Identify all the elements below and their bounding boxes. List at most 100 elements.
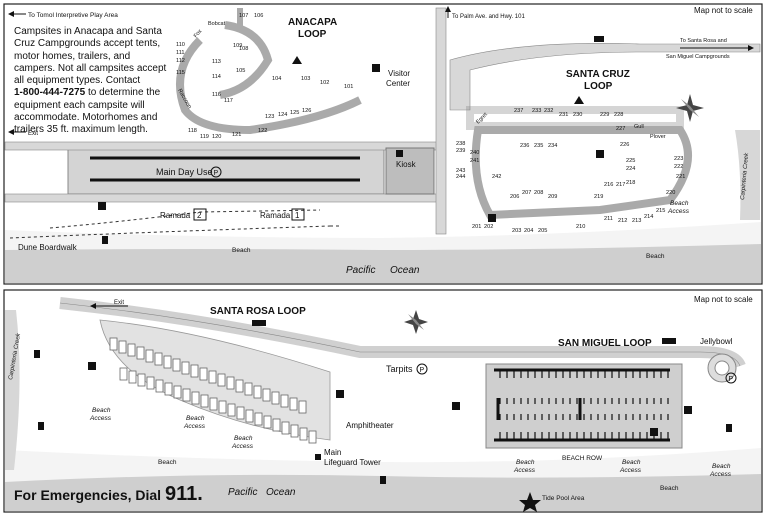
- anacapa-site-102: 102: [320, 80, 329, 86]
- santa-cruz-site-240: 240: [470, 150, 479, 156]
- label-ba-3b: Access: [231, 443, 254, 450]
- label-main: Main: [324, 448, 341, 457]
- label-ba-2b: Access: [183, 423, 206, 430]
- label-tarpits: Tarpits: [386, 364, 413, 374]
- anacapa-site-121: 121: [232, 132, 241, 138]
- santa-cruz-site-202: 202: [484, 224, 493, 230]
- label-lifeguard-tower: Lifeguard Tower: [324, 458, 381, 467]
- anacapa-site-119: 119: [200, 134, 209, 140]
- santa-cruz-site-212: 212: [618, 218, 627, 224]
- label-beach-bottom-1: Beach: [158, 459, 177, 466]
- info-line-7: equipment each campsite will: [14, 99, 145, 111]
- santa-cruz-site-203: 203: [512, 228, 521, 234]
- facility-icons-top: [98, 36, 604, 244]
- emergency-notice: For Emergencies, Dial 911.: [14, 483, 203, 506]
- label-fox: Fox: [193, 28, 204, 39]
- anacapa-site-112: 112: [176, 58, 185, 64]
- top-beach: [5, 222, 761, 250]
- anacapa-site-107: 107: [239, 13, 248, 19]
- anacapa-site-118: 118: [188, 128, 197, 134]
- label-ba-1: Beach: [92, 407, 111, 414]
- anacapa-site-117: 117: [224, 98, 233, 104]
- label-ba-2: Beach: [186, 415, 205, 422]
- santa-cruz-site-233: 233: [532, 108, 541, 114]
- label-ba-5b: Access: [619, 467, 642, 474]
- label-creek-top: Carpinteria Creek: [740, 152, 750, 200]
- label-visitor-center: Center: [386, 79, 410, 88]
- campsite-info-note: Campsites in Anacapa and Santa Cruz Camp…: [14, 26, 174, 137]
- parking-icon: [210, 166, 222, 178]
- label-ba-4b: Access: [513, 467, 536, 474]
- santa-cruz-site-213: 213: [632, 218, 641, 224]
- lifeguard-tower-icon: [315, 454, 321, 460]
- info-line-4: campers. Not all campsites accept: [14, 62, 167, 74]
- anacapa-site-111: 111: [176, 50, 185, 56]
- label-main-day-use: Main Day Use: [156, 167, 213, 177]
- anacapa-site-101: 101: [344, 84, 353, 90]
- label-beach-2: Beach: [646, 253, 665, 260]
- santa-cruz-site-219: 219: [594, 194, 603, 200]
- label-dune-boardwalk: Dune Boardwalk: [18, 243, 78, 252]
- anacapa-site-104: 104: [272, 76, 281, 82]
- santa-cruz-site-210: 210: [576, 224, 585, 230]
- santa-cruz-site-209: 209: [548, 194, 557, 200]
- bottom-beach: [5, 448, 761, 482]
- santa-cruz-site-232: 232: [544, 108, 553, 114]
- anacapa-site-120: 120: [212, 134, 221, 140]
- santa-cruz-site-223: 223: [674, 156, 683, 162]
- label-visitor: Visitor: [388, 69, 410, 78]
- facility-icons-bottom: [34, 320, 732, 484]
- reservation-phone: 1-800-444-7275: [14, 87, 86, 99]
- label-santa-cruz-loop: LOOP: [584, 81, 613, 92]
- santa-cruz-site-211: 211: [604, 216, 613, 222]
- label-to-santa-rosa: To Santa Rosa and: [680, 38, 727, 44]
- label-tide-pool: Tide Pool Area: [542, 495, 585, 502]
- anacapa-site-113: 113: [212, 59, 221, 65]
- santa-cruz-site-226: 226: [620, 142, 629, 148]
- anacapa-site-114: 114: [212, 74, 221, 80]
- santa-cruz-site-234: 234: [548, 143, 557, 149]
- emergency-text: For Emergencies, Dial: [14, 487, 162, 503]
- santa-cruz-site-208: 208: [534, 190, 543, 196]
- label-san-miguel-loop: SAN MIGUEL LOOP: [558, 338, 652, 349]
- label-map-not-to-scale-top: Map not to scale: [694, 6, 753, 15]
- info-line-1: Campsites in Anacapa and Santa: [14, 26, 162, 37]
- anacapa-site-108: 108: [239, 46, 248, 52]
- label-ramada-1-num: 1: [295, 211, 300, 220]
- anacapa-site-124: 124: [278, 112, 287, 118]
- santa-cruz-site-207: 207: [522, 190, 531, 196]
- label-ba-1b: Access: [89, 415, 112, 422]
- label-amphitheater: Amphitheater: [346, 421, 394, 430]
- santa-cruz-site-244: 244: [456, 174, 465, 180]
- bottom-creek: [5, 310, 20, 470]
- label-beach-1: Beach: [232, 247, 251, 254]
- santa-cruz-site-243: 243: [456, 168, 465, 174]
- anacapa-site-125: 125: [290, 110, 299, 116]
- santa-cruz-site-215: 215: [656, 208, 665, 214]
- santa-cruz-site-206: 206: [510, 194, 519, 200]
- label-plover: Plover: [650, 134, 666, 140]
- label-ba-3: Beach: [234, 435, 253, 442]
- anacapa-site-122: 122: [258, 128, 267, 134]
- santa-cruz-site-241: 241: [470, 158, 479, 164]
- label-exit-bottom: Exit: [114, 300, 124, 306]
- santa-cruz-site-214: 214: [644, 214, 653, 220]
- info-line-5: all equipment types. Contact: [14, 75, 141, 87]
- label-ba-5: Beach: [622, 459, 641, 466]
- label-beach-access-2: Access: [667, 208, 690, 215]
- anacapa-site-116: 116: [212, 92, 221, 98]
- kiosk-icon: [396, 150, 403, 157]
- santa-cruz-site-216: 216: [604, 182, 613, 188]
- emergency-number: 911.: [164, 483, 203, 505]
- santa-cruz-site-224: 224: [626, 166, 635, 172]
- label-to-san-miguel: San Miguel Campgrounds: [666, 54, 730, 60]
- label-gull: Gull: [634, 124, 644, 130]
- anacapa-site-109: 109: [233, 43, 242, 49]
- santa-cruz-site-228: 228: [614, 112, 623, 118]
- santa-cruz-site-222: 222: [674, 164, 683, 170]
- visitor-center-icon: [372, 64, 380, 72]
- label-bobcat: Bobcat: [208, 21, 226, 27]
- label-beach-access-1: Beach: [670, 200, 689, 207]
